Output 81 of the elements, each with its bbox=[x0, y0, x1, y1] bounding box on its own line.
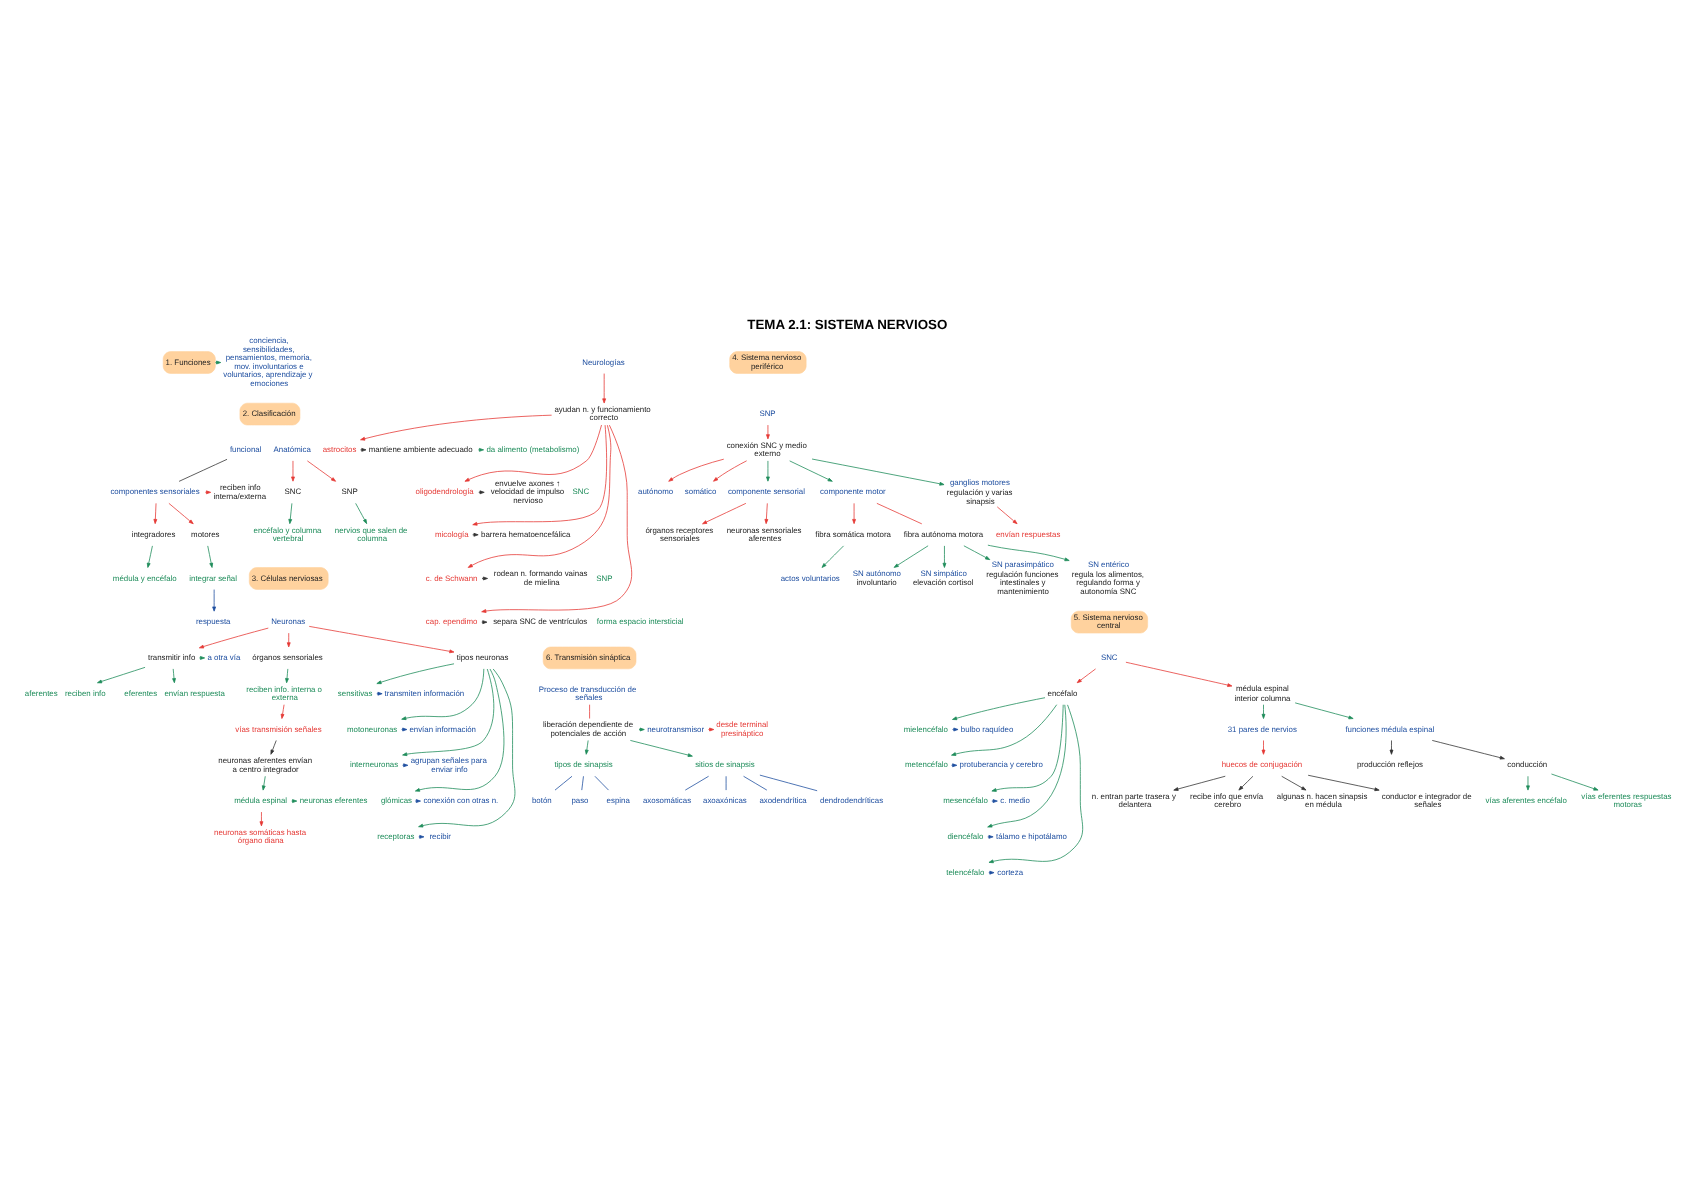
arrow bbox=[713, 459, 748, 481]
arrow bbox=[852, 501, 856, 524]
arrow bbox=[963, 544, 991, 560]
arrow bbox=[285, 667, 289, 683]
arrow bbox=[467, 423, 612, 567]
arrow bbox=[1281, 774, 1307, 790]
arrow bbox=[811, 457, 945, 485]
arrow bbox=[360, 413, 552, 440]
arrow bbox=[991, 703, 1064, 791]
arrow bbox=[286, 631, 291, 647]
arrow bbox=[1125, 660, 1233, 686]
arrow bbox=[702, 501, 747, 524]
arrow bbox=[418, 667, 516, 827]
arrow bbox=[1238, 774, 1254, 790]
arrow bbox=[952, 726, 959, 731]
connector bbox=[876, 501, 923, 524]
arrow bbox=[1389, 739, 1394, 754]
arrow bbox=[401, 667, 485, 720]
connector bbox=[178, 457, 228, 481]
arrow bbox=[996, 505, 1018, 524]
arrow bbox=[1261, 703, 1266, 718]
arrow bbox=[153, 501, 158, 524]
arrow bbox=[146, 544, 153, 567]
arrow bbox=[472, 423, 608, 525]
arrow bbox=[893, 544, 929, 567]
arrow bbox=[215, 359, 222, 364]
arrow bbox=[766, 423, 770, 439]
arrow bbox=[1526, 774, 1530, 790]
arrow bbox=[1076, 667, 1096, 683]
arrow bbox=[789, 459, 833, 481]
connector bbox=[743, 774, 768, 790]
arrow bbox=[360, 447, 367, 451]
arrow bbox=[481, 575, 488, 580]
arrow bbox=[481, 423, 633, 612]
arrow bbox=[306, 459, 336, 481]
arrow bbox=[821, 544, 844, 567]
arrow bbox=[1294, 701, 1354, 719]
arrow bbox=[168, 501, 194, 524]
arrow bbox=[172, 667, 176, 683]
arrow bbox=[402, 762, 409, 767]
arrow bbox=[355, 501, 368, 524]
arrow bbox=[764, 501, 769, 524]
arrow bbox=[1307, 773, 1380, 791]
arrow bbox=[1551, 772, 1599, 790]
arrow bbox=[1261, 739, 1266, 754]
arrow bbox=[629, 739, 693, 756]
arrow bbox=[288, 501, 293, 524]
arrow bbox=[212, 588, 216, 611]
arrow bbox=[602, 372, 607, 403]
arrow bbox=[280, 703, 285, 718]
arrow bbox=[97, 665, 146, 683]
connector bbox=[589, 703, 590, 718]
connector bbox=[684, 774, 709, 790]
arrow bbox=[951, 762, 958, 767]
connector bbox=[581, 774, 584, 790]
connector bbox=[759, 773, 818, 791]
arrow bbox=[415, 798, 421, 802]
connector bbox=[554, 774, 573, 790]
arrow bbox=[478, 447, 484, 451]
arrow bbox=[464, 423, 602, 481]
arrow bbox=[198, 626, 269, 648]
arrow bbox=[1173, 774, 1226, 790]
arrow bbox=[291, 459, 295, 481]
arrow bbox=[205, 489, 212, 494]
arrow bbox=[766, 459, 770, 481]
arrow bbox=[270, 739, 277, 754]
arrow bbox=[668, 457, 725, 481]
arrow bbox=[199, 655, 206, 659]
arrow bbox=[951, 703, 1058, 755]
arrow bbox=[584, 739, 589, 754]
arrow bbox=[942, 544, 947, 567]
arrow bbox=[952, 696, 1046, 720]
arrow bbox=[207, 544, 214, 567]
arrow bbox=[376, 662, 455, 684]
arrow bbox=[259, 810, 264, 826]
arrow bbox=[1431, 739, 1505, 759]
arrow bbox=[261, 774, 266, 790]
arrow bbox=[987, 543, 1070, 561]
arrow bbox=[708, 726, 715, 731]
arrow bbox=[308, 625, 455, 653]
arrow bbox=[414, 667, 505, 791]
